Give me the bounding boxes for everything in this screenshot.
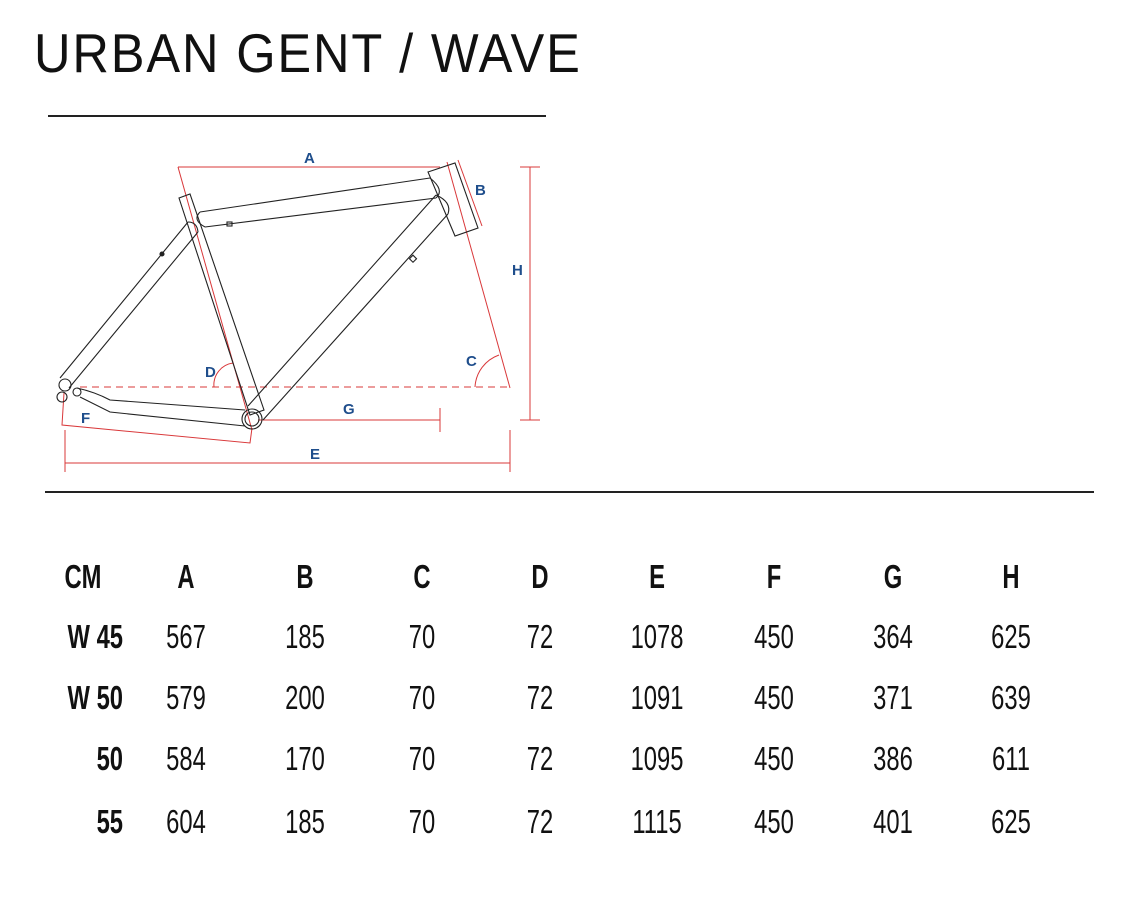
angle-d-arc — [213, 362, 234, 388]
table-cell: 579 — [166, 679, 206, 716]
column-header: D — [531, 558, 549, 595]
table-cell: 401 — [873, 803, 913, 840]
top-tube — [199, 177, 437, 228]
table-cell: 639 — [991, 679, 1031, 716]
table-cell: 371 — [873, 679, 913, 716]
table-cell: 185 — [285, 618, 325, 655]
section-divider — [45, 491, 1094, 493]
row-size-label: W 45 — [67, 618, 123, 655]
table-cell: 170 — [285, 740, 325, 777]
head-tube-axis-line — [446, 161, 511, 389]
table-cell: 70 — [408, 803, 436, 840]
label-c: C — [466, 353, 477, 370]
table-cell: 200 — [285, 679, 325, 716]
title-divider — [48, 115, 546, 117]
table-cell: 72 — [526, 679, 554, 716]
table-cell: 611 — [992, 740, 1030, 777]
seat-stay — [59, 221, 199, 389]
seat-tube — [178, 193, 265, 416]
table-cell: 72 — [526, 618, 554, 655]
label-e: E — [310, 446, 320, 463]
page-title: URBAN GENT / WAVE — [34, 22, 582, 84]
rear-dropout — [58, 378, 72, 392]
table-cell: 364 — [873, 618, 913, 655]
angle-c-arc — [474, 354, 500, 388]
column-header: A — [177, 558, 195, 595]
table-cell: 625 — [991, 618, 1031, 655]
seat-tube-axis-line — [177, 166, 253, 431]
table-cell: 450 — [754, 618, 794, 655]
label-h: H — [512, 262, 523, 279]
chain-stay — [76, 387, 246, 427]
table-cell: 584 — [166, 740, 206, 777]
column-header: F — [766, 558, 782, 595]
table-cell: 72 — [526, 803, 554, 840]
table-cell: 625 — [991, 803, 1031, 840]
measure-b-line — [457, 159, 483, 227]
table-cell: 72 — [526, 740, 554, 777]
column-header: C — [413, 558, 431, 595]
measurement-lines — [61, 159, 540, 472]
label-f: F — [81, 410, 90, 427]
table-cell: 604 — [166, 803, 206, 840]
head-tube — [427, 162, 479, 237]
measure-f-line — [61, 392, 253, 444]
down-tube — [247, 194, 449, 421]
table-cell: 450 — [754, 679, 794, 716]
frame-geometry-diagram: A B H C D G F E — [56, 150, 540, 472]
row-size-label: 50 — [96, 740, 123, 777]
column-header: H — [1002, 558, 1020, 595]
table-cell: 386 — [873, 740, 913, 777]
label-d: D — [205, 364, 216, 381]
label-b: B — [475, 182, 486, 199]
column-header: CM — [64, 558, 102, 595]
bike-frame — [56, 162, 479, 430]
table-cell: 1095 — [630, 740, 684, 777]
table-cell: 1115 — [632, 803, 682, 840]
table-cell: 1091 — [630, 679, 684, 716]
table-cell: 185 — [285, 803, 325, 840]
label-g: G — [343, 401, 355, 418]
table-cell: 1078 — [630, 618, 684, 655]
column-header: G — [883, 558, 903, 595]
label-a: A — [304, 150, 315, 167]
column-header: E — [649, 558, 665, 595]
row-size-label: 55 — [96, 803, 123, 840]
table-cell: 70 — [408, 679, 436, 716]
table-cell: 450 — [754, 740, 794, 777]
column-header: B — [296, 558, 314, 595]
table-cell: 70 — [408, 740, 436, 777]
bottom-bracket — [241, 408, 263, 430]
table-cell: 70 — [408, 618, 436, 655]
table-cell: 567 — [166, 618, 206, 655]
table-cell: 450 — [754, 803, 794, 840]
row-size-label: W 50 — [67, 679, 123, 716]
